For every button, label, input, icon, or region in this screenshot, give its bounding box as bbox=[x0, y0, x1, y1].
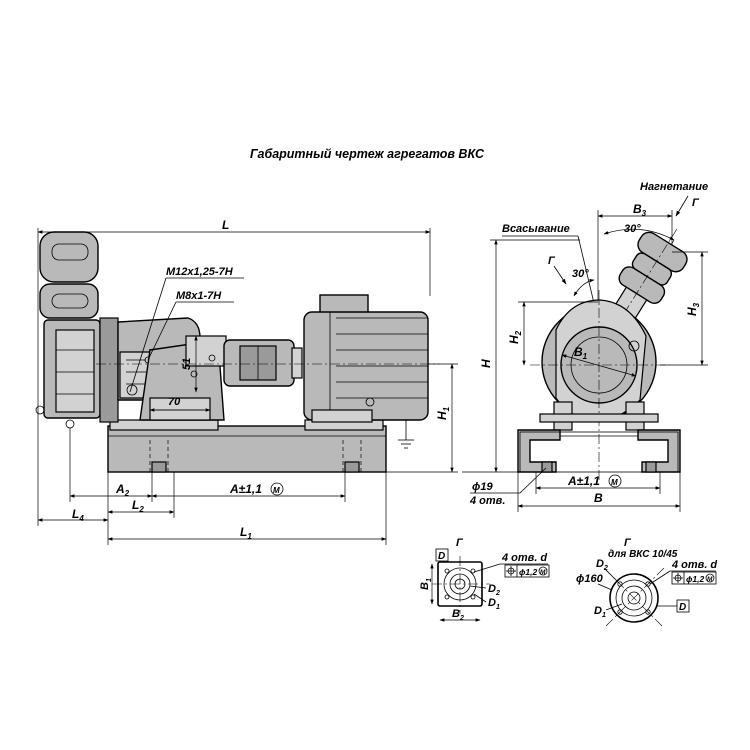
detail-left-B2: B2 bbox=[452, 608, 464, 622]
dim-L1: L1 bbox=[240, 525, 252, 541]
detail-left-tolerance: ϕ1,2 bbox=[519, 567, 538, 577]
side-view: L bbox=[35, 218, 458, 545]
dim-H: H bbox=[479, 359, 493, 368]
modifier-letter-dr: M bbox=[707, 576, 713, 583]
end-view: Нагнетание Всасывание Г Г B3 30° 30° bbox=[462, 181, 708, 512]
dim-H1: H1 bbox=[435, 406, 451, 420]
detail-right-caption: для ВКС 10/45 bbox=[608, 549, 678, 560]
detail-view-right: Г для ВКС 10/45 D2 4 отв. d ϕ1,2 M ϕ160 … bbox=[576, 537, 717, 629]
base-frame-end bbox=[517, 429, 561, 473]
modifier-letter-dl: M bbox=[540, 569, 546, 576]
datum-D-left: D bbox=[438, 551, 445, 562]
detail-right-title: Г bbox=[624, 537, 632, 549]
angle-30-top: 30° bbox=[624, 223, 641, 235]
view-arrow-G1: Г bbox=[692, 197, 700, 209]
detail-right-D1: D1 bbox=[594, 605, 606, 619]
modifier-letter: M bbox=[273, 486, 280, 495]
detail-left-title: Г bbox=[456, 537, 464, 549]
dim-H2: H2 bbox=[507, 330, 523, 344]
datum-D-right: D bbox=[679, 602, 686, 613]
dim-B3: B3 bbox=[633, 202, 647, 218]
modifier-symbol bbox=[270, 482, 284, 496]
detail-left-B1: B1 bbox=[419, 578, 433, 590]
detail-right-holes: 4 отв. d bbox=[671, 559, 717, 571]
dim-A2: A2 bbox=[115, 482, 130, 498]
dim-L: L bbox=[222, 218, 229, 232]
detail-right-tolerance: ϕ1,2 bbox=[686, 574, 705, 584]
detail-left-D1: D1 bbox=[488, 597, 500, 611]
label-discharge: Нагнетание bbox=[640, 181, 708, 193]
view-arrow-G2: Г bbox=[548, 255, 556, 267]
detail-view-left: Г D B1 B2 4 отв. d ϕ1,2 M D2 bbox=[419, 537, 550, 622]
modifier-letter-a1: M bbox=[611, 478, 618, 487]
dim-A: A±1,1 bbox=[229, 482, 262, 496]
hole-diameter: ϕ19 bbox=[472, 481, 493, 493]
angle-30-left: 30° bbox=[572, 268, 589, 280]
thread-callout-m12: M12x1,25-7H bbox=[166, 266, 234, 278]
dim-L2: L2 bbox=[132, 498, 144, 514]
dim-A1: A±1,1 bbox=[567, 474, 600, 488]
dim-L4: L4 bbox=[72, 507, 84, 523]
pump-head-top bbox=[39, 231, 99, 283]
detail-left-holes: 4 отв. d bbox=[501, 552, 547, 564]
label-suction: Всасывание bbox=[502, 223, 570, 235]
dim-51: 51 bbox=[181, 358, 193, 370]
dim-B1: B1 bbox=[574, 345, 588, 361]
detail-right-dia: ϕ160 bbox=[576, 573, 604, 585]
dim-B: B bbox=[594, 491, 603, 505]
detail-right-D2: D2 bbox=[596, 558, 608, 572]
dim-70: 70 bbox=[168, 396, 181, 408]
detail-left-D2: D2 bbox=[488, 583, 500, 597]
thread-callout-m8: M8x1-7H bbox=[176, 290, 222, 302]
dim-H3: H3 bbox=[685, 302, 701, 316]
hole-count: 4 отв. bbox=[469, 495, 505, 507]
drawing-title: Габаритный чертеж агрегатов ВКС bbox=[250, 147, 485, 161]
